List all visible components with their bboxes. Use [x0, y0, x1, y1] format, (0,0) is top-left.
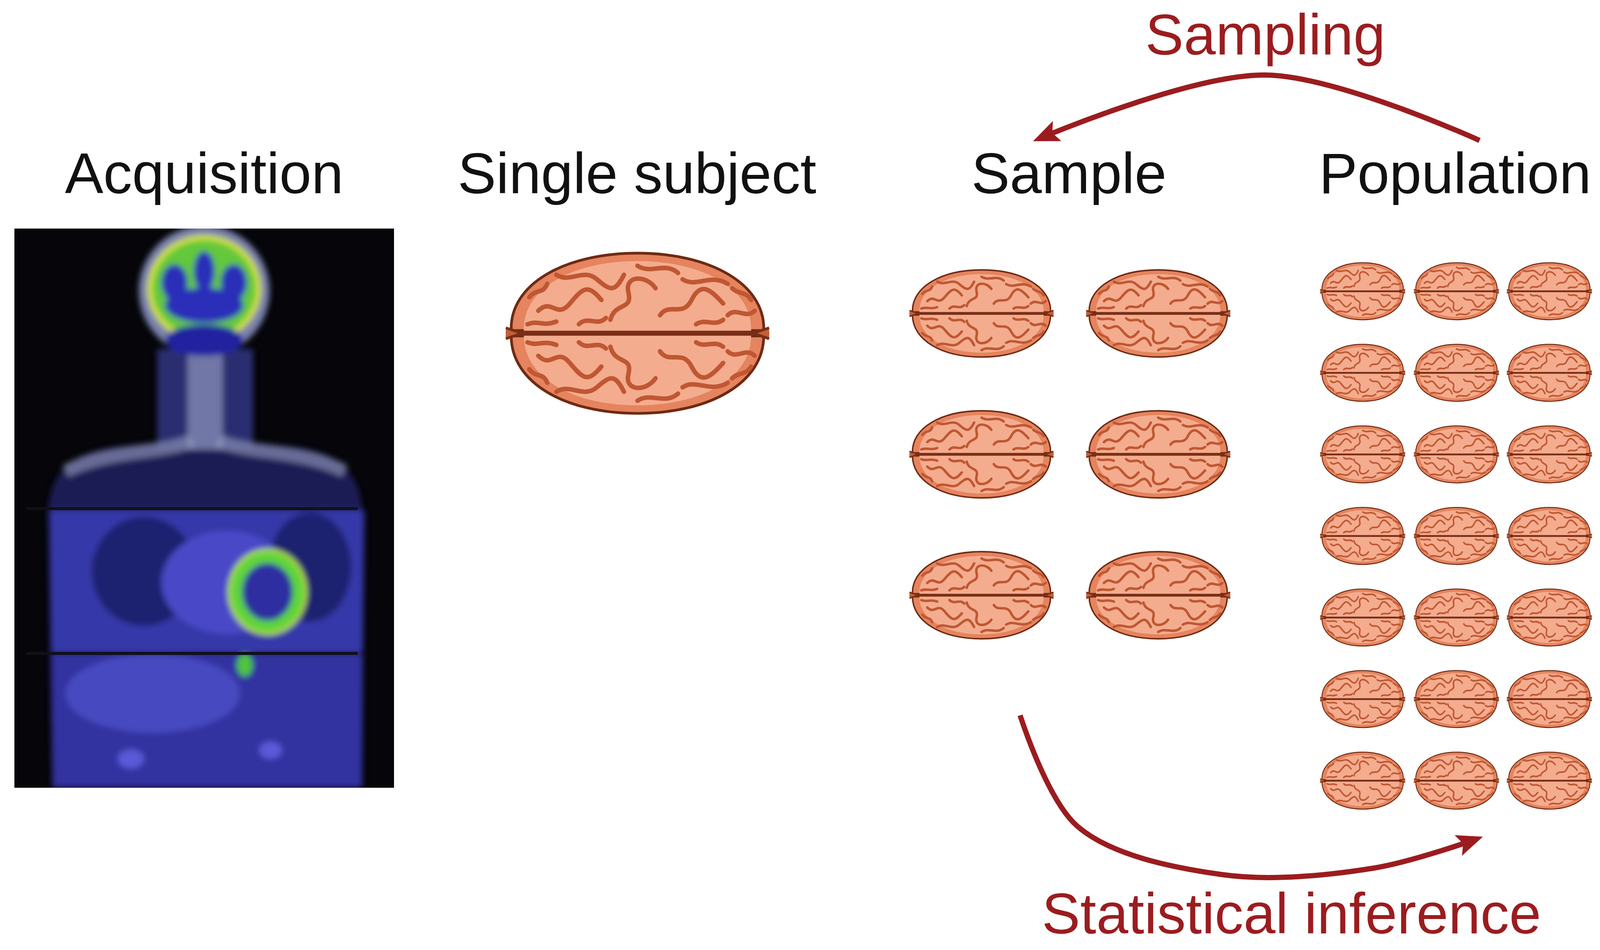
white-matter [220, 264, 247, 302]
brain-icon [1320, 752, 1406, 810]
figure-panel: Population [1313, 140, 1597, 840]
slice-divider [26, 507, 358, 511]
uptake-spot [236, 654, 253, 677]
pet-scan-image [14, 225, 395, 789]
curved-arrow [1041, 75, 1480, 141]
brain-icon [909, 411, 1054, 499]
uptake-spot [259, 741, 282, 760]
brain-icon [1507, 425, 1593, 484]
brain-icon [1414, 344, 1500, 402]
arrow-label: Statistical inference [1037, 880, 1546, 948]
figure-panel: Acquisition [14, 140, 395, 790]
figure-panel: Sample [894, 140, 1244, 716]
shoulder-bone [218, 440, 345, 472]
uptake-spot [117, 749, 144, 769]
skull [138, 228, 270, 357]
white-matter [161, 264, 188, 302]
brain-icon [1507, 262, 1593, 320]
brain-icon [505, 253, 769, 414]
brain-icon [1320, 344, 1406, 402]
brain-icon [1320, 262, 1406, 320]
cerebellum [164, 324, 244, 357]
myocardium [236, 557, 299, 627]
brain-icon [1507, 589, 1593, 647]
brain-icon [1320, 425, 1406, 484]
arrow-label: Sampling [1140, 1, 1390, 69]
white-matter [193, 251, 215, 292]
brain-icon [1086, 270, 1231, 358]
brain-icon [1507, 752, 1593, 810]
liver [65, 654, 240, 734]
brain-icon [1320, 589, 1406, 647]
brain-icon [909, 270, 1054, 358]
panel-heading: Population [1319, 140, 1592, 207]
brain-icon [1507, 507, 1593, 565]
population-brains [1320, 262, 1593, 810]
shoulder-bone [65, 440, 192, 472]
panel-heading: Sample [971, 140, 1167, 207]
brain-icon [1507, 344, 1593, 402]
brain-icon [1414, 507, 1500, 565]
abdomen [51, 654, 364, 789]
panel-heading: Single subject [457, 140, 817, 207]
sample-brains [909, 270, 1231, 640]
spine [187, 349, 223, 450]
slice-divider [26, 652, 358, 656]
myocardium-rim [229, 550, 306, 634]
brain-icon [1414, 752, 1500, 810]
brain-icon [1320, 670, 1406, 728]
brain-icon [1414, 425, 1500, 484]
figure-panel: Single subject [449, 140, 825, 425]
brain-icon [1414, 262, 1500, 320]
brain-icon [1086, 551, 1231, 640]
brain-icon [1414, 589, 1500, 647]
chest [50, 510, 365, 653]
brain-icon [1086, 411, 1231, 499]
neck-tissue [157, 349, 254, 450]
brain-icon [1320, 507, 1406, 565]
brain-icon [909, 551, 1054, 640]
brain-icon [1414, 670, 1500, 728]
brain-icon [1507, 670, 1593, 728]
panel-heading: Acquisition [65, 140, 344, 207]
curved-arrow [1020, 715, 1475, 878]
scan-background [14, 228, 395, 789]
